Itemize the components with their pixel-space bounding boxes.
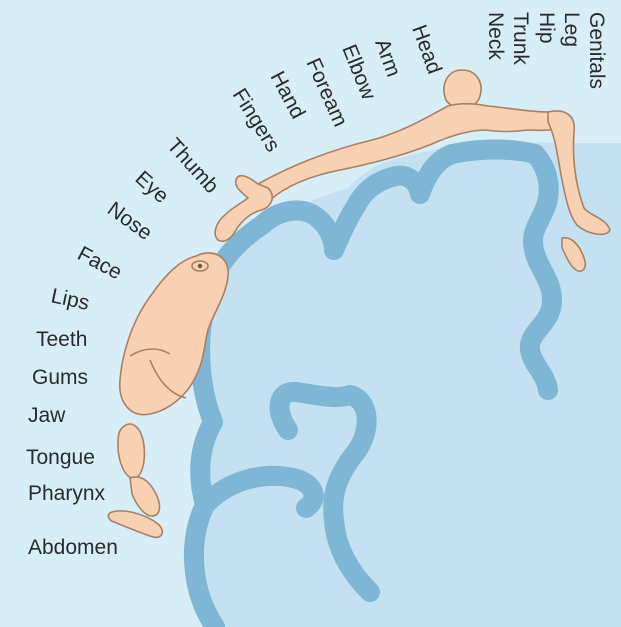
label-trunk: Trunk: [509, 12, 532, 65]
cortex-lower-fold: [195, 465, 324, 518]
homunculus-pupil: [197, 263, 203, 269]
cortex-sulcus-lateral: [269, 382, 380, 602]
label-leg: Leg: [560, 12, 583, 47]
homunculus-hand: [214, 174, 274, 243]
homunculus-figure: [107, 69, 611, 539]
label-jaw: Jaw: [28, 404, 66, 427]
label-neck: Neck: [484, 12, 507, 60]
labels-lower: Teeth Gums Jaw Tongue Pharynx Abdomen: [26, 328, 118, 559]
label-pharynx: Pharynx: [28, 482, 106, 505]
cortex-band: [183, 139, 562, 627]
label-abdomen: Abdomen: [28, 536, 118, 559]
label-genitals: Genitals: [585, 12, 608, 89]
label-gums: Gums: [32, 366, 88, 389]
homunculus-head: [443, 69, 482, 109]
homunculus-face: [119, 252, 229, 416]
cortex-medial-surface: [519, 144, 562, 400]
homunculus-genitals: [561, 236, 587, 273]
homunculus-pharynx: [129, 476, 161, 517]
label-teeth: Teeth: [36, 328, 87, 351]
label-tongue: Tongue: [26, 446, 95, 469]
homunculus-abdomen: [107, 510, 164, 539]
homunculus-mouth-line: [149, 359, 187, 399]
homunculus-leg: [547, 110, 611, 236]
cortex-outer-contour: [183, 139, 545, 627]
homunculus-lips-line: [129, 348, 171, 357]
label-hip: Hip: [535, 12, 558, 44]
